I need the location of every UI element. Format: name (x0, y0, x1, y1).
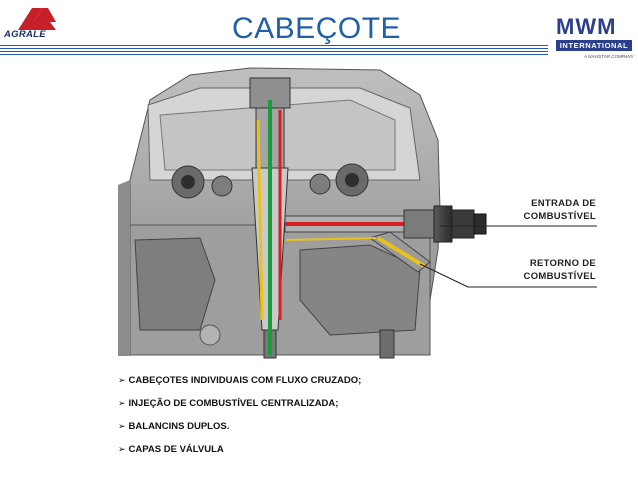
feature-item: ➢CAPAS DE VÁLVULA (118, 443, 361, 456)
fuel-return-label: RETORNO DE COMBUSTÍVEL (500, 257, 596, 283)
fuel-return-label-line1: RETORNO DE (529, 258, 596, 269)
rocker-arm-right (309, 163, 369, 197)
fuel-return-pipe (285, 231, 431, 273)
header-rule (0, 48, 548, 49)
arrow-bullet-icon: ➢ (118, 421, 126, 431)
header-rule (0, 45, 548, 46)
arrow-bullet-icon: ➢ (118, 444, 126, 454)
slide-header: AGRALE CABEÇOTE MWM INTERNATIONAL A NAVI… (0, 0, 638, 62)
feature-item-text: INJEÇÃO DE COMBUSTÍVEL CENTRALIZADA; (128, 398, 339, 409)
feature-item: ➢INJEÇÃO DE COMBUSTÍVEL CENTRALIZADA; (118, 397, 361, 410)
fuel-inlet-label: ENTRADA DE COMBUSTÍVEL (500, 197, 596, 223)
feature-list: ➢CABEÇOTES INDIVIDUAIS COM FLUXO CRUZADO… (118, 374, 361, 466)
return-flow-yellow-left (256, 119, 264, 321)
fuel-return-leader-line (419, 263, 469, 288)
mwm-logo-tagline: A NAVISTAR COMPANY (584, 54, 634, 59)
fuel-inlet-label-line1: ENTRADA DE (531, 198, 596, 209)
arrow-bullet-icon: ➢ (118, 375, 126, 385)
water-jacket (134, 237, 421, 359)
fuel-return-label-line2: COMBUSTÍVEL (523, 271, 596, 282)
rocker-arm-left (171, 165, 233, 199)
feature-item-text: CABEÇOTES INDIVIDUAIS COM FLUXO CRUZADO; (128, 375, 362, 386)
arrow-bullet-icon: ➢ (118, 398, 126, 408)
page-title: CABEÇOTE (232, 12, 402, 45)
header-rule (0, 54, 548, 55)
feature-item-text: BALANCINS DUPLOS. (128, 421, 230, 432)
feature-item-text: CAPAS DE VÁLVULA (128, 444, 224, 455)
fuel-inlet-pipe (284, 205, 487, 243)
header-rule (0, 51, 548, 52)
fuel-inlet-label-line2: COMBUSTÍVEL (523, 211, 596, 222)
feature-item: ➢BALANCINS DUPLOS. (118, 420, 361, 433)
mwm-logo (553, 10, 637, 62)
mwm-logo-subtitle: INTERNATIONAL (556, 40, 632, 51)
agrale-logo (18, 8, 56, 30)
agrale-logo-text: AGRALE (4, 29, 46, 40)
feature-item: ➢CABEÇOTES INDIVIDUAIS COM FLUXO CRUZADO… (118, 374, 361, 387)
mwm-logo-text: MWM (556, 14, 617, 39)
